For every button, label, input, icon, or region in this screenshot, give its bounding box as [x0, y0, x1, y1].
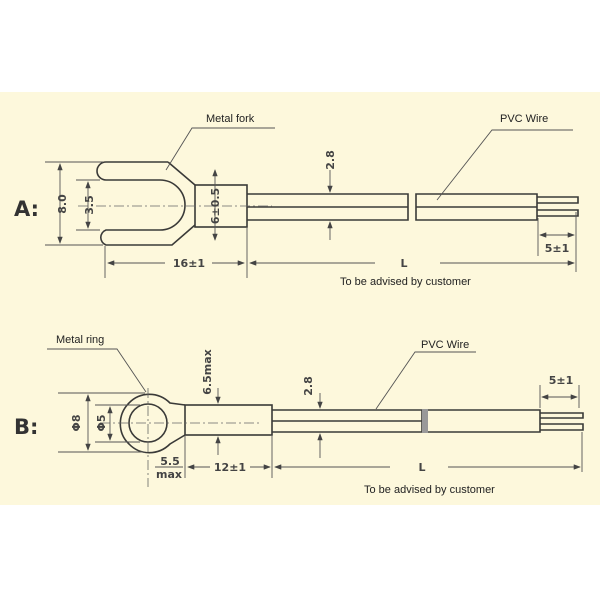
dim-wire: 2.8	[302, 376, 315, 396]
dim-offset: 5.5	[160, 455, 180, 468]
dim-offset-max: max	[156, 468, 182, 481]
length-note: To be advised by customer	[340, 276, 471, 288]
part-b-label: B:	[14, 415, 38, 439]
dim-wire: 2.8	[324, 150, 337, 170]
dim-strip: 5±1	[549, 374, 574, 387]
dim-L: L	[400, 257, 407, 270]
bare-conductors	[537, 196, 579, 217]
pvc-wire-segment-2	[415, 193, 538, 221]
wire-leader	[375, 351, 476, 410]
fork-leader	[165, 127, 275, 171]
ring-label: Metal ring	[56, 334, 104, 346]
part-a-label: A:	[14, 197, 39, 221]
ring-leader	[47, 348, 147, 393]
metal-fork	[96, 161, 196, 246]
dim-outer: Φ8	[70, 414, 83, 431]
dim-inner: Φ5	[95, 414, 108, 431]
wire-label: PVC Wire	[500, 113, 548, 125]
dim-height: 6.5max	[201, 349, 214, 394]
dim-strip: 5±1	[545, 242, 570, 255]
part-b: B: Φ8 Φ5 6.5max 5.5 max 12±1 L To be adv…	[14, 334, 584, 496]
dim-L: L	[418, 461, 425, 474]
dim-height: 8.0	[56, 194, 69, 214]
dim-sleeve: 6±0.5	[209, 188, 222, 224]
length-note: To be advised by customer	[364, 484, 495, 496]
dim-fork-length: 16±1	[173, 257, 205, 270]
metal-ring	[119, 393, 186, 454]
wire-break	[422, 409, 428, 433]
fork-label: Metal fork	[206, 113, 255, 125]
pvc-wire-segment-1	[247, 193, 409, 221]
wire-leader	[436, 129, 573, 201]
dim-stem-length: 12±1	[214, 461, 246, 474]
crimp-stem	[184, 404, 273, 436]
background-panel	[0, 92, 600, 505]
bare-conductors	[540, 412, 584, 431]
dim-slot: 3.5	[83, 195, 96, 215]
wire-label: PVC Wire	[421, 339, 469, 351]
part-a: A: 8.0 3.5 6±0.5 16±1 L To be advised by…	[14, 113, 579, 288]
pvc-wire-segment-2	[428, 409, 541, 433]
